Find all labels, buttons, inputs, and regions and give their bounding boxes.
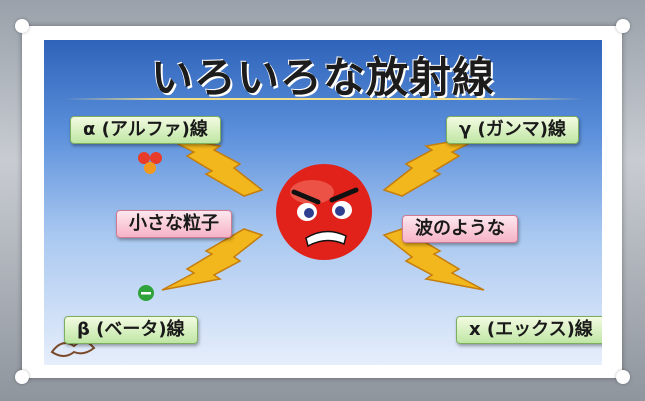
alpha-ray-label: α (アルファ)線	[70, 116, 221, 144]
frame-corner	[15, 19, 29, 33]
lightning-arrow-x-icon	[382, 228, 485, 291]
lightning-arrow-alpha-icon	[161, 135, 264, 197]
wave-like-label: 波のような	[402, 215, 518, 243]
x-ray-label: x (エックス)線	[456, 316, 602, 344]
gamma-ray-label: γ (ガンマ)線	[446, 116, 579, 144]
lightning-arrow-beta-icon	[161, 228, 264, 291]
beta-ray-label: β (ベータ)線	[64, 316, 198, 344]
slide-panel: いろいろな放射線	[44, 40, 602, 365]
electron-minus-icon	[138, 285, 154, 301]
alpha-particle-icon	[138, 152, 162, 174]
small-particle-label: 小さな粒子	[116, 210, 232, 238]
slide-title: いろいろな放射線	[150, 53, 495, 102]
frame-corner	[616, 19, 630, 33]
frame-corner	[616, 370, 630, 384]
title-underline	[64, 98, 584, 100]
frame-corner	[15, 370, 29, 384]
lightning-arrow-gamma-icon	[382, 135, 485, 197]
angry-character-icon	[276, 164, 372, 260]
diagram-graphics	[50, 135, 485, 357]
